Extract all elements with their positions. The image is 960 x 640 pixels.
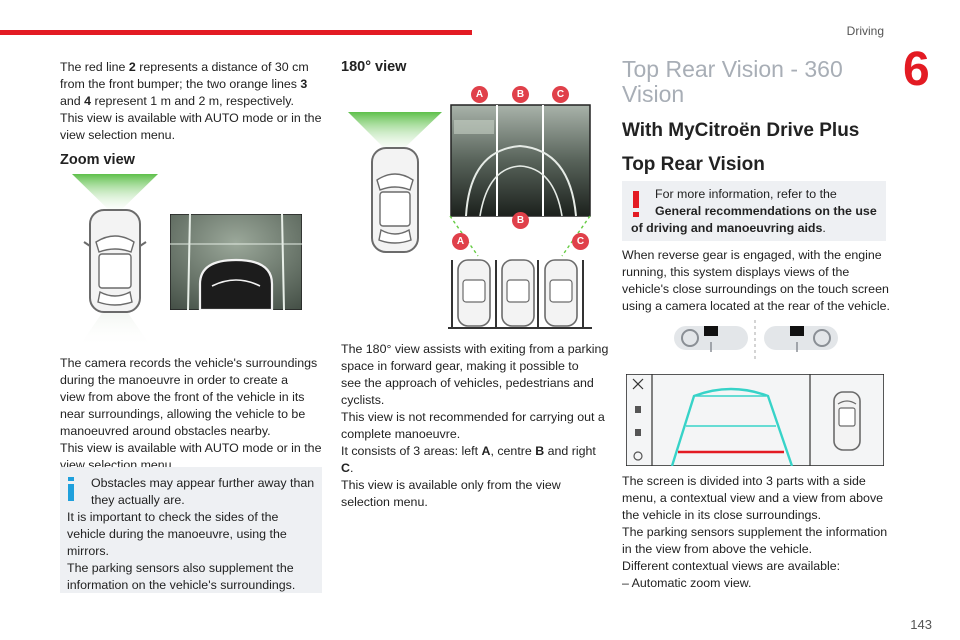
text-line: vehicle during the manoeuvre, using the (67, 527, 287, 541)
zoom-view-heading: Zoom view (60, 152, 135, 168)
view-180-heading: 180° view (341, 59, 407, 75)
view-180-paragraph: The 180° view assists with exiting from … (341, 341, 608, 511)
text-line: This view is not recommended for carryin… (341, 410, 605, 424)
text-line: space in forward gear, making it possibl… (341, 359, 579, 373)
header-accent-bar (0, 30, 472, 35)
screen-parts-paragraph: The screen is divided into 3 parts with … (622, 473, 887, 592)
info-note-lead: Obstacles may appear further away than th… (91, 475, 314, 509)
text-line: in the view from above the vehicle. (622, 542, 813, 556)
text-line: using a camera located at the rear of th… (622, 299, 890, 313)
title-line-2: Vision (622, 81, 685, 107)
touch-screen-image (626, 374, 884, 466)
text-line: For more information, refer to the (655, 187, 837, 201)
badge-a-top: A (471, 86, 488, 103)
text-line: This view is available only from the vie… (341, 478, 561, 492)
text-line: cyclists. (341, 393, 385, 407)
intro-paragraph: The red line 2 represents a distance of … (60, 59, 321, 144)
text-line: view from above the front of the vehicle… (60, 390, 305, 404)
reverse-gear-icons (674, 320, 838, 360)
text-line: from the front bumper; the two orange li… (60, 77, 308, 91)
close-icon (632, 378, 644, 390)
text-line: The 180° view assists with exiting from … (341, 342, 609, 356)
top-rear-vision-heading: Top Rear Vision (622, 154, 765, 175)
text-line: see the approach of vehicles, pedestrian… (341, 376, 594, 390)
title-line-1: Top Rear Vision - 360 (622, 56, 843, 82)
top-rear-vision-title: Top Rear Vision - 360 Vision (622, 57, 843, 107)
text-line: information on the vehicle's surrounding… (67, 578, 296, 592)
gear-icon (633, 451, 643, 461)
text-line: complete manoeuvre. (341, 427, 461, 441)
zoom-screen-image (170, 214, 302, 310)
text-line: of driving and manoeuvring aids. (631, 221, 826, 235)
badge-a-bottom: A (452, 233, 469, 250)
text-line: This view is available with AUTO mode or… (60, 441, 322, 455)
text-line: The parking sensors also supplement the (67, 561, 294, 575)
chapter-number: 6 (903, 43, 930, 96)
text-line: and 4 represent 1 m and 2 m, respectivel… (60, 94, 294, 108)
text-line: C. (341, 461, 354, 475)
info-note-box: Obstacles may appear further away than th… (60, 467, 322, 593)
text-line: running, this system displays views of t… (622, 265, 850, 279)
text-line: This view is available with AUTO mode or… (60, 111, 322, 125)
badge-b-top: B (512, 86, 529, 103)
badge-c-bottom: C (572, 233, 589, 250)
text-line: The camera records the vehicle's surroun… (60, 356, 318, 370)
badge-c-top: C (552, 86, 569, 103)
view-180-illustration (348, 104, 592, 329)
section-name: Driving (846, 24, 884, 38)
text-line: The screen is divided into 3 parts with … (622, 474, 866, 488)
text-line: – Automatic zoom view. (622, 576, 752, 590)
warning-note-tail: of driving and manoeuvring aids. (631, 220, 826, 237)
text-line: The red line 2 represents a distance of … (60, 60, 309, 74)
text-line: view selection menu. (60, 128, 176, 142)
text-line: Obstacles may appear further away than (91, 476, 315, 490)
text-line: mirrors. (67, 544, 109, 558)
badge-b-bottom: B (512, 212, 529, 229)
sensor-icon (635, 406, 641, 413)
text-line: It consists of 3 areas: left A, centre B… (341, 444, 596, 458)
page-number: 143 (910, 617, 932, 632)
sensor-icon (635, 429, 641, 436)
text-line: during the manoeuvre in order to create … (60, 373, 288, 387)
warning-icon (633, 191, 639, 217)
text-line: It is important to check the sides of th… (67, 510, 279, 524)
text-line: the vehicle in its close surroundings. (622, 508, 822, 522)
mycitroen-heading: With MyCitroën Drive Plus (622, 120, 860, 141)
info-note-body: It is important to check the sides of th… (67, 509, 295, 594)
text-line: selection menu. (341, 495, 428, 509)
text-line: menu, a contextual view and a view from … (622, 491, 884, 505)
text-line: The parking sensors supplement the infor… (622, 525, 888, 539)
text-line: vehicle's close surroundings on the touc… (622, 282, 889, 296)
text-line: they actually are. (91, 493, 185, 507)
text-line: General recommendations on the use (655, 204, 877, 218)
info-icon (68, 477, 74, 501)
zoom-view-paragraph: The camera records the vehicle's surroun… (60, 355, 321, 474)
text-line: near surroundings, allowing the vehicle … (60, 407, 306, 421)
text-line: manoeuvred around obstacles nearby. (60, 424, 271, 438)
text-line: Different contextual views are available… (622, 559, 841, 573)
zoom-car-illustration (72, 174, 158, 348)
top-rear-vision-paragraph: When reverse gear is engaged, with the e… (622, 247, 890, 315)
text-line: When reverse gear is engaged, with the e… (622, 248, 882, 262)
